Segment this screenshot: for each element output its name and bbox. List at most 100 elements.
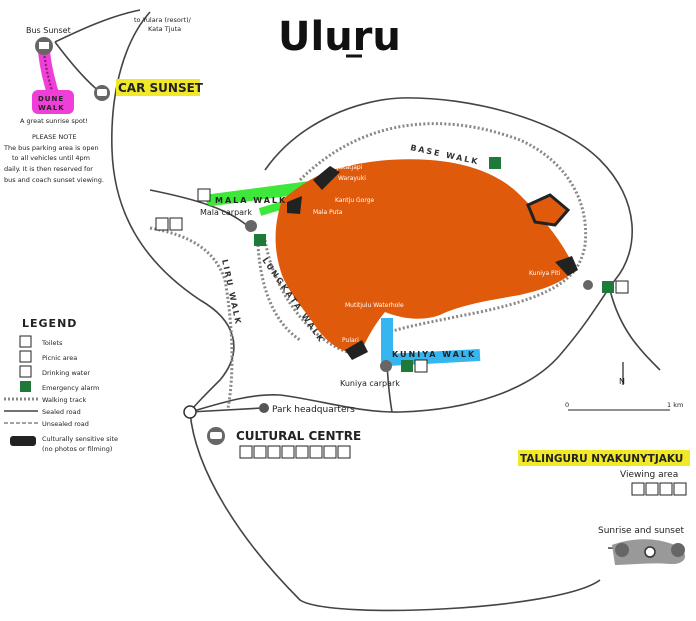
info-icon	[239, 445, 253, 459]
label-please-note: PLEASE NOTE	[32, 133, 76, 141]
legend-sensitive-site-symbol	[10, 436, 36, 446]
label-kuniya-walk: KUNIYA WALK	[392, 350, 476, 359]
sensitive-site-mala	[287, 196, 302, 214]
kuniya-carpark-marker	[380, 360, 392, 372]
legend-label-sensitive-1: Culturally sensitive site	[42, 435, 118, 443]
emergency-alarm-icon-kuniya	[401, 360, 413, 372]
satellite-rock	[526, 193, 571, 227]
label-mala-carpark: Mala carpark	[200, 208, 252, 217]
cultural-centre-junction	[183, 405, 197, 419]
label-note-4: bus and coach sunset viewing.	[4, 176, 104, 184]
label-bus-sunset: Bus Sunset	[26, 26, 71, 35]
talinguru-toilets-icon	[645, 482, 659, 496]
label-cultural-centre: CULTURAL CENTRE	[236, 429, 361, 443]
legend-label-unsealed-road: Unsealed road	[42, 420, 89, 428]
shop-icon	[323, 445, 337, 459]
label-tjukatjapi: Tjukatjapi	[332, 164, 363, 171]
phone-icon	[295, 445, 309, 459]
east-junction-marker	[583, 280, 593, 290]
picnic-icon	[267, 445, 281, 459]
label-note-2: to all vehicles until 4pm	[12, 154, 90, 162]
label-north: N	[619, 377, 625, 386]
cultural-centre-facilities	[239, 445, 351, 459]
talinguru-info-icon	[631, 482, 645, 496]
label-scale-1: 1 km	[667, 401, 683, 409]
road-ring	[189, 97, 633, 413]
label-pulari: Pulari	[342, 337, 359, 344]
label-liru-walk: LIRU WALK	[220, 259, 243, 327]
car-sunset-highlight	[116, 79, 200, 96]
label-to-yulara-2: Kata Tjuta	[148, 25, 181, 33]
picnic-icon-mala	[155, 217, 169, 231]
park-hq-marker	[259, 403, 269, 413]
emergency-alarm-icon-north	[489, 157, 501, 169]
label-great-sunrise: A great sunrise spot!	[20, 117, 88, 125]
talinguru-facilities	[631, 482, 687, 496]
label-mala-walk: MALA WALK	[215, 196, 287, 205]
wheelchair-access-icon-mala	[197, 188, 211, 202]
drinking-water-icon	[253, 445, 267, 459]
road-mala-carpark	[149, 189, 251, 229]
toilets-icon-mala	[169, 217, 183, 231]
mala-carpark-marker	[245, 220, 257, 232]
legend: LEGEND Toilets Picnic area Drinking wate…	[4, 317, 118, 453]
legend-label-walking-track: Walking track	[42, 396, 86, 404]
label-dune-walk-1: DUNE	[38, 95, 64, 103]
legend-picnic-icon	[19, 350, 32, 363]
label-mutitjulu: Mutitjulu Waterhole	[345, 302, 404, 309]
label-car-sunset: CAR SUNSET	[118, 81, 204, 95]
road-car-sunset	[54, 41, 101, 93]
legend-heading: LEGEND	[22, 317, 77, 330]
legend-label-picnic: Picnic area	[42, 354, 77, 362]
legend-emergency-alarm-icon	[20, 381, 31, 392]
label-kuniya-carpark: Kuniya carpark	[340, 379, 400, 388]
label-kantju-gorge: Kantju Gorge	[335, 197, 375, 204]
talinguru-shelter-icon	[659, 482, 673, 496]
legend-label-emergency: Emergency alarm	[42, 384, 99, 392]
label-scale-0: 0	[565, 401, 569, 409]
uluru-rock	[275, 159, 575, 353]
label-kuniya-piti: Kuniya Piti	[529, 270, 561, 277]
label-note-1: The bus parking area is open	[3, 144, 99, 152]
base-walk-track	[298, 122, 588, 334]
sensitive-site-tjukatjapi	[313, 166, 340, 190]
dune-walk-label-bg	[32, 90, 74, 114]
legend-toilets-icon	[19, 335, 32, 348]
emergency-alarm-icon-east	[602, 281, 614, 293]
sensitive-site-kuniya-piti	[555, 256, 578, 276]
label-sunrise-sunset: Sunrise and sunset	[598, 526, 685, 536]
map-title: Uluru	[278, 14, 401, 60]
road-park-hq	[189, 407, 263, 413]
legend-label-drinking-water: Drinking water	[42, 369, 90, 377]
wheelchair-access-icon-kuniya	[414, 359, 428, 373]
talinguru-junction	[644, 546, 656, 558]
kuniya-walk-highlight	[381, 318, 481, 366]
cafe-icon	[309, 445, 323, 459]
legend-label-toilets: Toilets	[41, 339, 63, 347]
road-east	[609, 289, 661, 371]
talinguru-bus-marker	[615, 543, 629, 557]
toilets-icon	[281, 445, 295, 459]
legend-drinking-water-icon	[19, 365, 32, 378]
liru-walk-track	[149, 226, 234, 409]
label-park-hq: Park headquarters	[272, 405, 355, 415]
label-mala-puta: Mala Puta	[313, 209, 343, 216]
road-to-yulara	[54, 9, 141, 43]
label-note-3: daily. It is then reserved for	[4, 165, 93, 173]
road-south	[189, 411, 601, 612]
label-dune-walk-2: WALK	[38, 104, 65, 112]
label-waguyuki: Warayuki	[338, 175, 366, 182]
drinking-water-icon-east	[615, 280, 629, 294]
sensitive-site-pulari	[345, 340, 368, 360]
cultural-centre-car-icon	[210, 432, 222, 439]
talinguru-wheelchair-icon	[673, 482, 687, 496]
car-icon	[97, 89, 107, 96]
talinguru-highlight	[518, 450, 690, 466]
wheelchair-access-icon	[337, 445, 351, 459]
label-viewing-area: Viewing area	[620, 470, 678, 480]
label-talinguru: TALINGURU NYAKUNYTJAKU	[520, 453, 683, 465]
label-to-yulara-1: to Yulara (resort)/	[134, 16, 192, 24]
bus-icon	[39, 42, 49, 49]
legend-label-sealed-road: Sealed road	[42, 408, 81, 416]
